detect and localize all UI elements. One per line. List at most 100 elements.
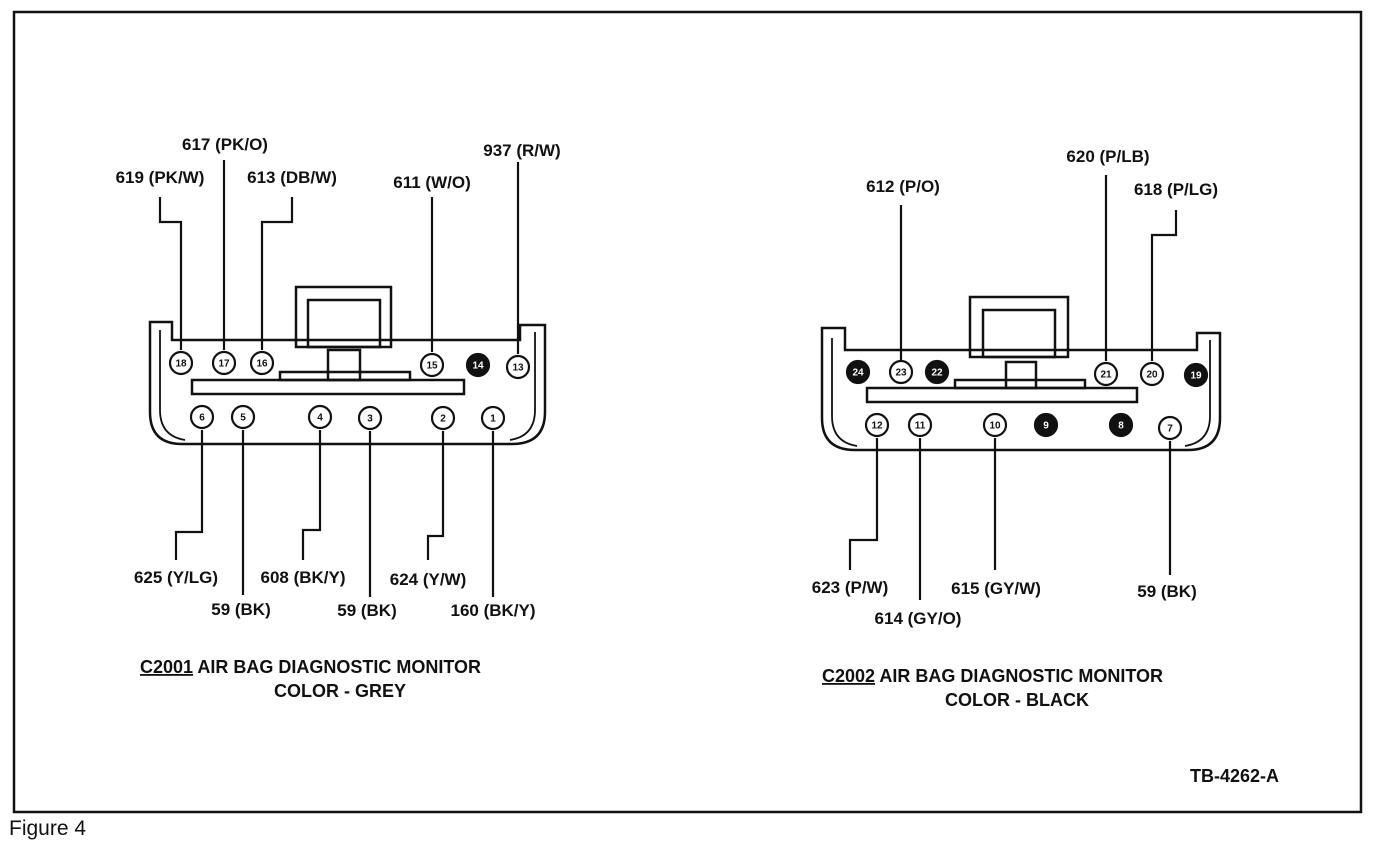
c2002-circuit-pin-11-label: 614 (GY/O) [875, 609, 962, 628]
wires-layer [158, 160, 1178, 600]
c2001-pin-3-number: 3 [367, 414, 373, 425]
c2002-pin-7-circle [1157, 415, 1183, 441]
c2001-pin-2-number: 2 [440, 414, 446, 425]
c2002-pin-20-circle [1139, 361, 1165, 387]
c2001-circuit-pin-5-label: 59 (BK) [211, 600, 271, 619]
c2002-circuit-pin-12-wire [848, 438, 879, 570]
c2001-circuit-pin-18-wire [158, 197, 183, 350]
c2001-pin-5-circle [230, 404, 256, 430]
c2002-pin-12: 12 [864, 412, 890, 438]
c2001-circuit-pin-2-wire [426, 431, 445, 560]
c2001-pin-13-number: 13 [512, 363, 524, 374]
c2001-circuit-pin-2-label: 624 (Y/W) [390, 570, 467, 589]
c2002-pin-7: 7 [1157, 415, 1183, 441]
c2001-pin-17-number: 17 [218, 359, 230, 370]
c2001-divider-bar [190, 378, 466, 396]
c2002-pin-11-number: 11 [915, 421, 926, 432]
c2001-pin-5: 5 [230, 404, 256, 430]
c2002-circuit-pin-20-label: 618 (P/LG) [1134, 180, 1218, 199]
c2002-pin-24: 24 [845, 359, 871, 385]
c2002-pin-19-circle [1183, 362, 1209, 388]
c2001-pin-4: 4 [307, 404, 333, 430]
c2001-pin-15-number: 15 [426, 361, 438, 372]
connector-c2001 [148, 285, 547, 446]
c2001-pin-4-circle [307, 404, 333, 430]
c2001-pin-3: 3 [357, 405, 383, 431]
c2001-pin-16: 16 [249, 350, 275, 376]
c2002-pin-8-circle [1108, 412, 1134, 438]
c2001-circuit-pin-18-label: 619 (PK/W) [116, 168, 205, 187]
c2002-pin-12-circle [864, 412, 890, 438]
c2001-latch-outer [294, 285, 393, 349]
c2001-circuit-pin-4-wire [301, 430, 322, 560]
c2002-pin-19: 19 [1183, 362, 1209, 388]
c2002-circuit-pin-10-label: 615 (GY/W) [951, 579, 1041, 598]
c2001-id: C2001 [140, 657, 193, 677]
c2001-pin-6-number: 6 [199, 413, 205, 424]
c2002-pin-12-number: 12 [871, 421, 883, 432]
c2002-circuit-pin-21-label: 620 (P/LB) [1066, 147, 1149, 166]
c2001-latch-stem [326, 348, 362, 382]
c2002-pin-24-number: 24 [852, 368, 864, 379]
reference-code: TB-4262-A [1190, 766, 1279, 786]
c2002-pin-24-circle [845, 359, 871, 385]
c2002-latch-outer [968, 295, 1070, 359]
c2001-pin-14: 14 [465, 352, 491, 378]
c2001-circuit-pin-17-label: 617 (PK/O) [182, 135, 268, 154]
c2001-circuit-pin-4-label: 608 (BK/Y) [260, 568, 345, 587]
c2002-pin-9-circle [1033, 412, 1059, 438]
c2001-housing [148, 320, 547, 446]
c2001-pin-4-number: 4 [317, 413, 323, 424]
c2001-pin-14-circle [465, 352, 491, 378]
c2001-pin-2-circle [430, 405, 456, 431]
c2001-pin-5-number: 5 [240, 413, 246, 424]
c2001-circuit-pin-13-label: 937 (R/W) [483, 141, 560, 160]
c2001-pin-3-circle [357, 405, 383, 431]
c2002-pin-21: 21 [1093, 361, 1119, 387]
c2001-pin-13: 13 [505, 354, 531, 380]
c2001-circuit-pin-6-label: 625 (Y/LG) [134, 568, 218, 587]
c2001-inner-shell [159, 330, 536, 441]
c2002-pin-10-circle [982, 412, 1008, 438]
c2001-pin-18-number: 18 [175, 359, 187, 370]
c2001-title: C2001 AIR BAG DIAGNOSTIC MONITOR [140, 657, 481, 677]
c2001-pin-1-circle [480, 405, 506, 431]
c2001-subtitle: COLOR - GREY [274, 681, 406, 701]
c2001-pin-17-circle [211, 350, 237, 376]
c2001-circuit-pin-15-label: 611 (W/O) [393, 173, 470, 192]
c2001-circuit-pin-3-label: 59 (BK) [337, 601, 397, 620]
figure-caption: Figure 4 [9, 817, 87, 840]
c2002-pin-19-number: 19 [1190, 371, 1202, 382]
c2001-pin-14-number: 14 [472, 361, 484, 372]
c2002-divider-bar [865, 386, 1139, 404]
c2001-pin-6: 6 [189, 404, 215, 430]
c2001-pin-18-circle [168, 350, 194, 376]
c2002-title-rest: AIR BAG DIAGNOSTIC MONITOR [875, 666, 1163, 686]
c2002-latch-stem [1004, 360, 1038, 390]
c2001-latch-inner [306, 298, 382, 349]
c2002-pin-11: 11 [907, 412, 933, 438]
c2001-pin-18: 18 [168, 350, 194, 376]
c2002-pin-9: 9 [1033, 412, 1059, 438]
c2002-pin-8: 8 [1108, 412, 1134, 438]
c2001-pin-17: 17 [211, 350, 237, 376]
c2002-id: C2002 [822, 666, 875, 686]
c2002-pin-22: 22 [924, 359, 950, 385]
c2002-pin-20: 20 [1139, 361, 1165, 387]
c2002-inner-shell [831, 338, 1211, 447]
c2001-pin-13-circle [505, 354, 531, 380]
c2002-pin-10-number: 10 [989, 421, 1001, 432]
c2001-pin-16-circle [249, 350, 275, 376]
c2002-pin-22-circle [924, 359, 950, 385]
c2002-housing [820, 326, 1222, 452]
c2001-pin-2: 2 [430, 405, 456, 431]
connector-c2002 [820, 295, 1222, 452]
c2001-pin-16-number: 16 [256, 359, 268, 370]
c2002-pin-21-circle [1093, 361, 1119, 387]
c2001-title-rest: AIR BAG DIAGNOSTIC MONITOR [193, 657, 481, 677]
c2001-pin-1-number: 1 [490, 414, 496, 425]
c2001-circuit-pin-16-label: 613 (DB/W) [247, 168, 337, 187]
c2001-pin-15: 15 [419, 352, 445, 378]
c2001-pin-1: 1 [480, 405, 506, 431]
